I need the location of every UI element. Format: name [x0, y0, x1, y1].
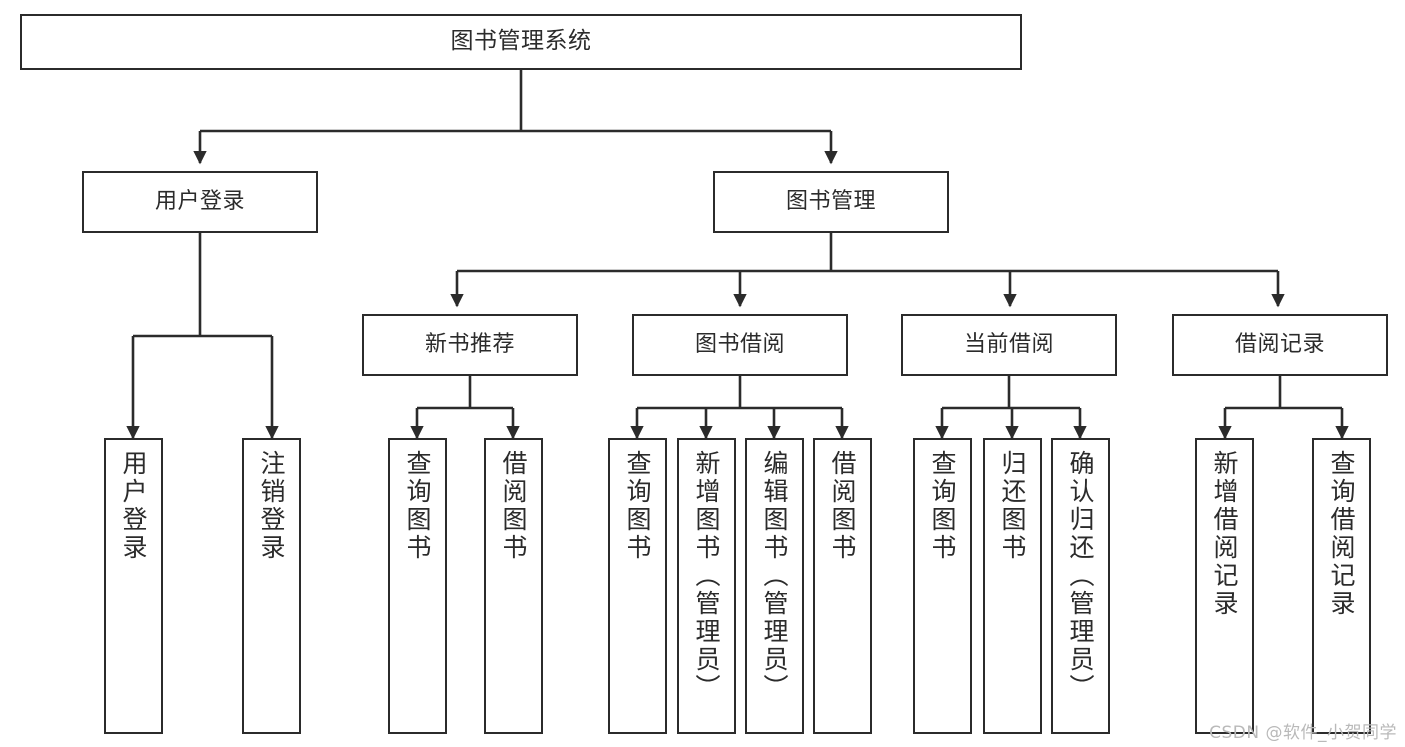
node-user-login-label: 用户登录 [154, 189, 245, 215]
node-root-label: 图书管理系统 [450, 28, 592, 55]
leaf-add-book-label: 新增图书（管理员） [692, 450, 721, 702]
leaf-edit-book[interactable]: 编辑图书（管理员） [745, 438, 804, 734]
node-book-borrow-label: 图书借阅 [694, 332, 785, 358]
leaf-borrow-book-recommend-label: 借阅图书 [499, 450, 528, 562]
leaf-query-book-borrow-label: 查询图书 [623, 450, 652, 562]
leaf-edit-book-label: 编辑图书（管理员） [760, 450, 789, 702]
leaf-borrow-book-label: 借阅图书 [828, 450, 857, 562]
leaf-user-login-label: 用户登录 [119, 450, 148, 562]
node-borrow-record-label: 借阅记录 [1234, 332, 1325, 358]
node-new-book-recommend[interactable]: 新书推荐 [362, 314, 578, 376]
leaf-query-book-borrow[interactable]: 查询图书 [608, 438, 667, 734]
leaf-query-book-current-label: 查询图书 [928, 450, 957, 562]
leaf-borrow-book[interactable]: 借阅图书 [813, 438, 872, 734]
leaf-query-book-recommend[interactable]: 查询图书 [388, 438, 447, 734]
leaf-user-login[interactable]: 用户登录 [104, 438, 163, 734]
leaf-logout-login-label: 注销登录 [257, 450, 286, 562]
leaf-add-borrow-record-label: 新增借阅记录 [1210, 450, 1239, 618]
leaf-return-book-label: 归还图书 [998, 450, 1027, 562]
node-book-borrow[interactable]: 图书借阅 [632, 314, 848, 376]
leaf-logout-login[interactable]: 注销登录 [242, 438, 301, 734]
node-current-borrow-label: 当前借阅 [963, 332, 1054, 358]
leaf-query-borrow-record-label: 查询借阅记录 [1327, 450, 1356, 618]
node-user-login[interactable]: 用户登录 [82, 171, 318, 233]
watermark: CSDN @软件_小贺同学 [1209, 723, 1397, 743]
leaf-confirm-return[interactable]: 确认归还（管理员） [1051, 438, 1110, 734]
node-book-management-label: 图书管理 [785, 189, 876, 215]
node-root[interactable]: 图书管理系统 [20, 14, 1022, 70]
leaf-add-borrow-record[interactable]: 新增借阅记录 [1195, 438, 1254, 734]
node-new-book-recommend-label: 新书推荐 [424, 332, 515, 358]
leaf-query-book-current[interactable]: 查询图书 [913, 438, 972, 734]
leaf-add-book[interactable]: 新增图书（管理员） [677, 438, 736, 734]
node-current-borrow[interactable]: 当前借阅 [901, 314, 1117, 376]
leaf-return-book[interactable]: 归还图书 [983, 438, 1042, 734]
leaf-query-borrow-record[interactable]: 查询借阅记录 [1312, 438, 1371, 734]
leaf-confirm-return-label: 确认归还（管理员） [1066, 450, 1095, 702]
leaf-borrow-book-recommend[interactable]: 借阅图书 [484, 438, 543, 734]
leaf-query-book-recommend-label: 查询图书 [403, 450, 432, 562]
node-borrow-record[interactable]: 借阅记录 [1172, 314, 1388, 376]
node-book-management[interactable]: 图书管理 [713, 171, 949, 233]
